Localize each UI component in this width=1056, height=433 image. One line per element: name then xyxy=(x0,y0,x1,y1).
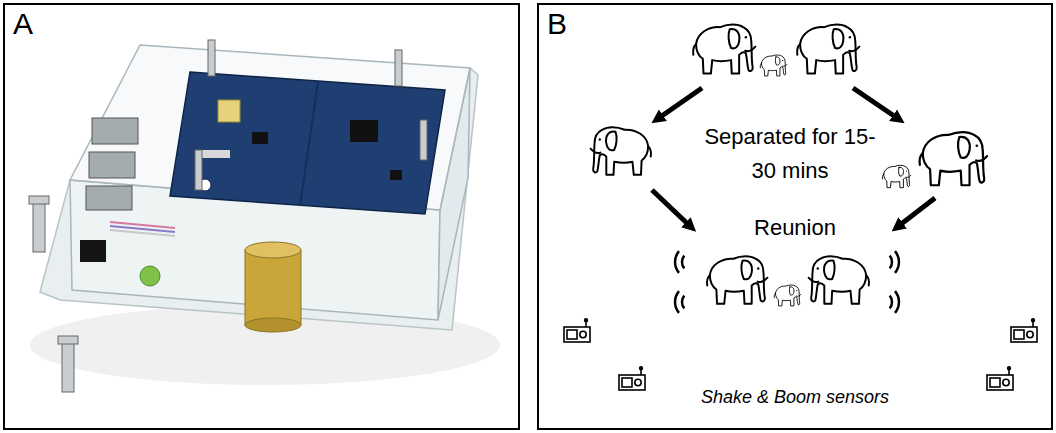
device-photo xyxy=(29,40,500,392)
sensor-icons xyxy=(564,319,1037,390)
movement-arrows xyxy=(652,88,935,228)
geophone xyxy=(245,242,301,332)
power-jack xyxy=(80,240,106,262)
phase-label: Separated for 15-30 mins xyxy=(700,120,880,188)
circuit-board xyxy=(170,72,445,214)
elephant-figures xyxy=(591,25,987,306)
screws xyxy=(29,40,427,392)
panel-frame: A xyxy=(3,3,520,430)
usb-ports xyxy=(86,118,138,210)
ribbon-cable xyxy=(110,222,175,236)
bubble-level xyxy=(140,266,160,286)
phase-label: Reunion xyxy=(735,213,855,243)
panel-letter: A xyxy=(5,5,33,40)
sensor-caption: Shake & Boom sensors xyxy=(670,385,920,409)
panel-letter: B xyxy=(539,5,567,40)
capacitor xyxy=(218,100,240,122)
sound-waves xyxy=(675,251,899,313)
base-plate xyxy=(40,68,478,330)
